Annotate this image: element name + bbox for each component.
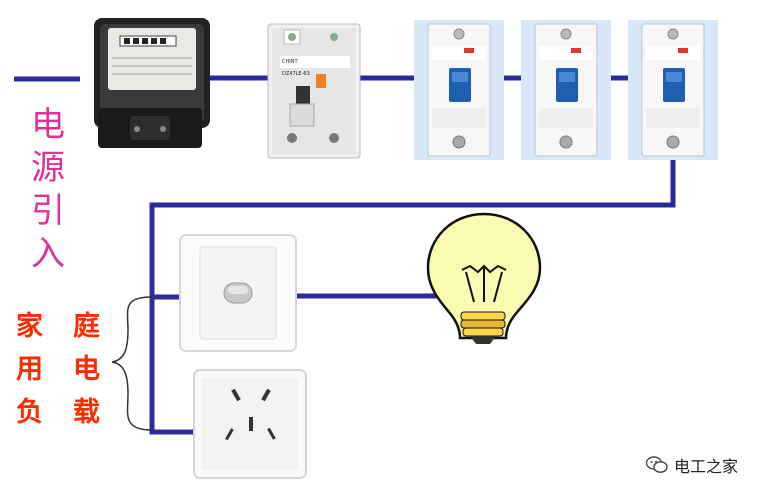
power-input-char: 源 (31, 148, 65, 188)
load-char: 电 (73, 354, 100, 385)
rcd-brand: CHINT (282, 59, 298, 65)
load-char: 载 (73, 397, 100, 428)
mcb-breaker-icon (628, 20, 718, 160)
load-char: 庭 (73, 311, 100, 342)
wechat-icon (645, 456, 668, 473)
watermark-text: 电工之家 (673, 457, 738, 476)
load-char: 负 (16, 397, 43, 428)
household-load-label: 家庭 用电 负载 (16, 305, 100, 434)
load-brace (111, 296, 153, 431)
electric-meter-icon (94, 18, 210, 148)
watermark: 电工之家 (645, 453, 738, 477)
light-switch-icon (179, 234, 297, 352)
power-input-label: 电 源 引 入 (26, 104, 70, 276)
power-input-char: 入 (31, 234, 65, 274)
light-bulb-icon (426, 212, 542, 344)
power-input-char: 电 (31, 105, 65, 145)
load-feed-wire (149, 158, 676, 435)
wires (14, 75, 676, 435)
rcd-breaker-icon: CHINT DZ47LE-63 (267, 23, 361, 159)
load-char: 家 (16, 311, 43, 342)
mcb-breaker-icon (521, 20, 611, 160)
mcb-breaker-icon (414, 20, 504, 160)
load-char: 用 (16, 354, 43, 385)
power-socket-icon (193, 369, 307, 479)
rcd-model: DZ47LE-63 (282, 71, 310, 77)
power-input-char: 引 (31, 191, 65, 231)
mcb-breakers (414, 20, 718, 160)
